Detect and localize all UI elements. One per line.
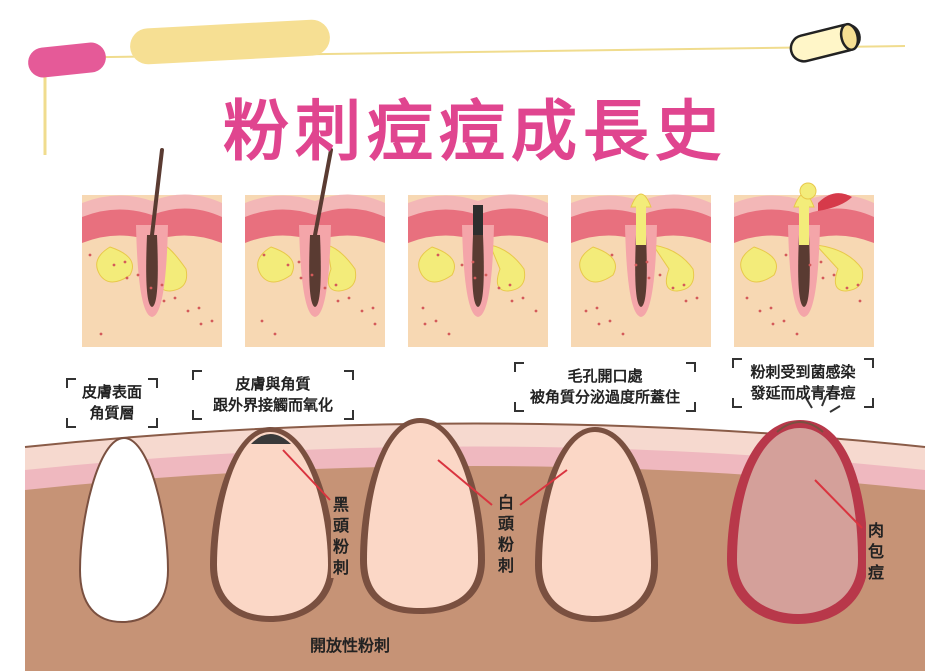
page-title: 粉刺痘痘成長史 <box>223 93 727 170</box>
normal-pore <box>78 436 170 624</box>
label-whitehead: 白頭粉刺 <box>496 492 516 576</box>
header-decoration <box>28 19 906 155</box>
stage-3-blackhead-section <box>408 194 548 347</box>
stage-4-whitehead-section <box>571 193 711 347</box>
capsule-icon <box>789 22 861 63</box>
label-skin-surface: 皮膚表面 角質層 <box>66 378 158 428</box>
skin-cross-section-large <box>24 395 926 671</box>
whitehead-comedone-2 <box>542 432 651 616</box>
blackhead-plug <box>251 434 291 444</box>
label-oxidation: 皮膚與角質 跟外界接觸而氧化 <box>192 370 354 420</box>
label-infection: 粉刺受到菌感染 發延而成青春痘 <box>732 358 874 408</box>
label-pore-blocked: 毛孔開口處 被角質分泌過度所蓋住 <box>514 362 696 412</box>
pink-pill-icon <box>28 42 106 78</box>
label-open-comedone: 開放性粉刺 <box>260 632 440 656</box>
stage-2-clogging-section <box>245 148 385 347</box>
yellow-pill-icon <box>130 19 330 65</box>
label-blackhead: 黑頭粉刺 <box>331 494 351 578</box>
label-papule: 肉包痘 <box>866 520 886 583</box>
stage-5-inflamed-section <box>734 182 874 347</box>
stage-1-normal-section <box>82 148 222 347</box>
blackhead-comedone <box>217 432 328 616</box>
